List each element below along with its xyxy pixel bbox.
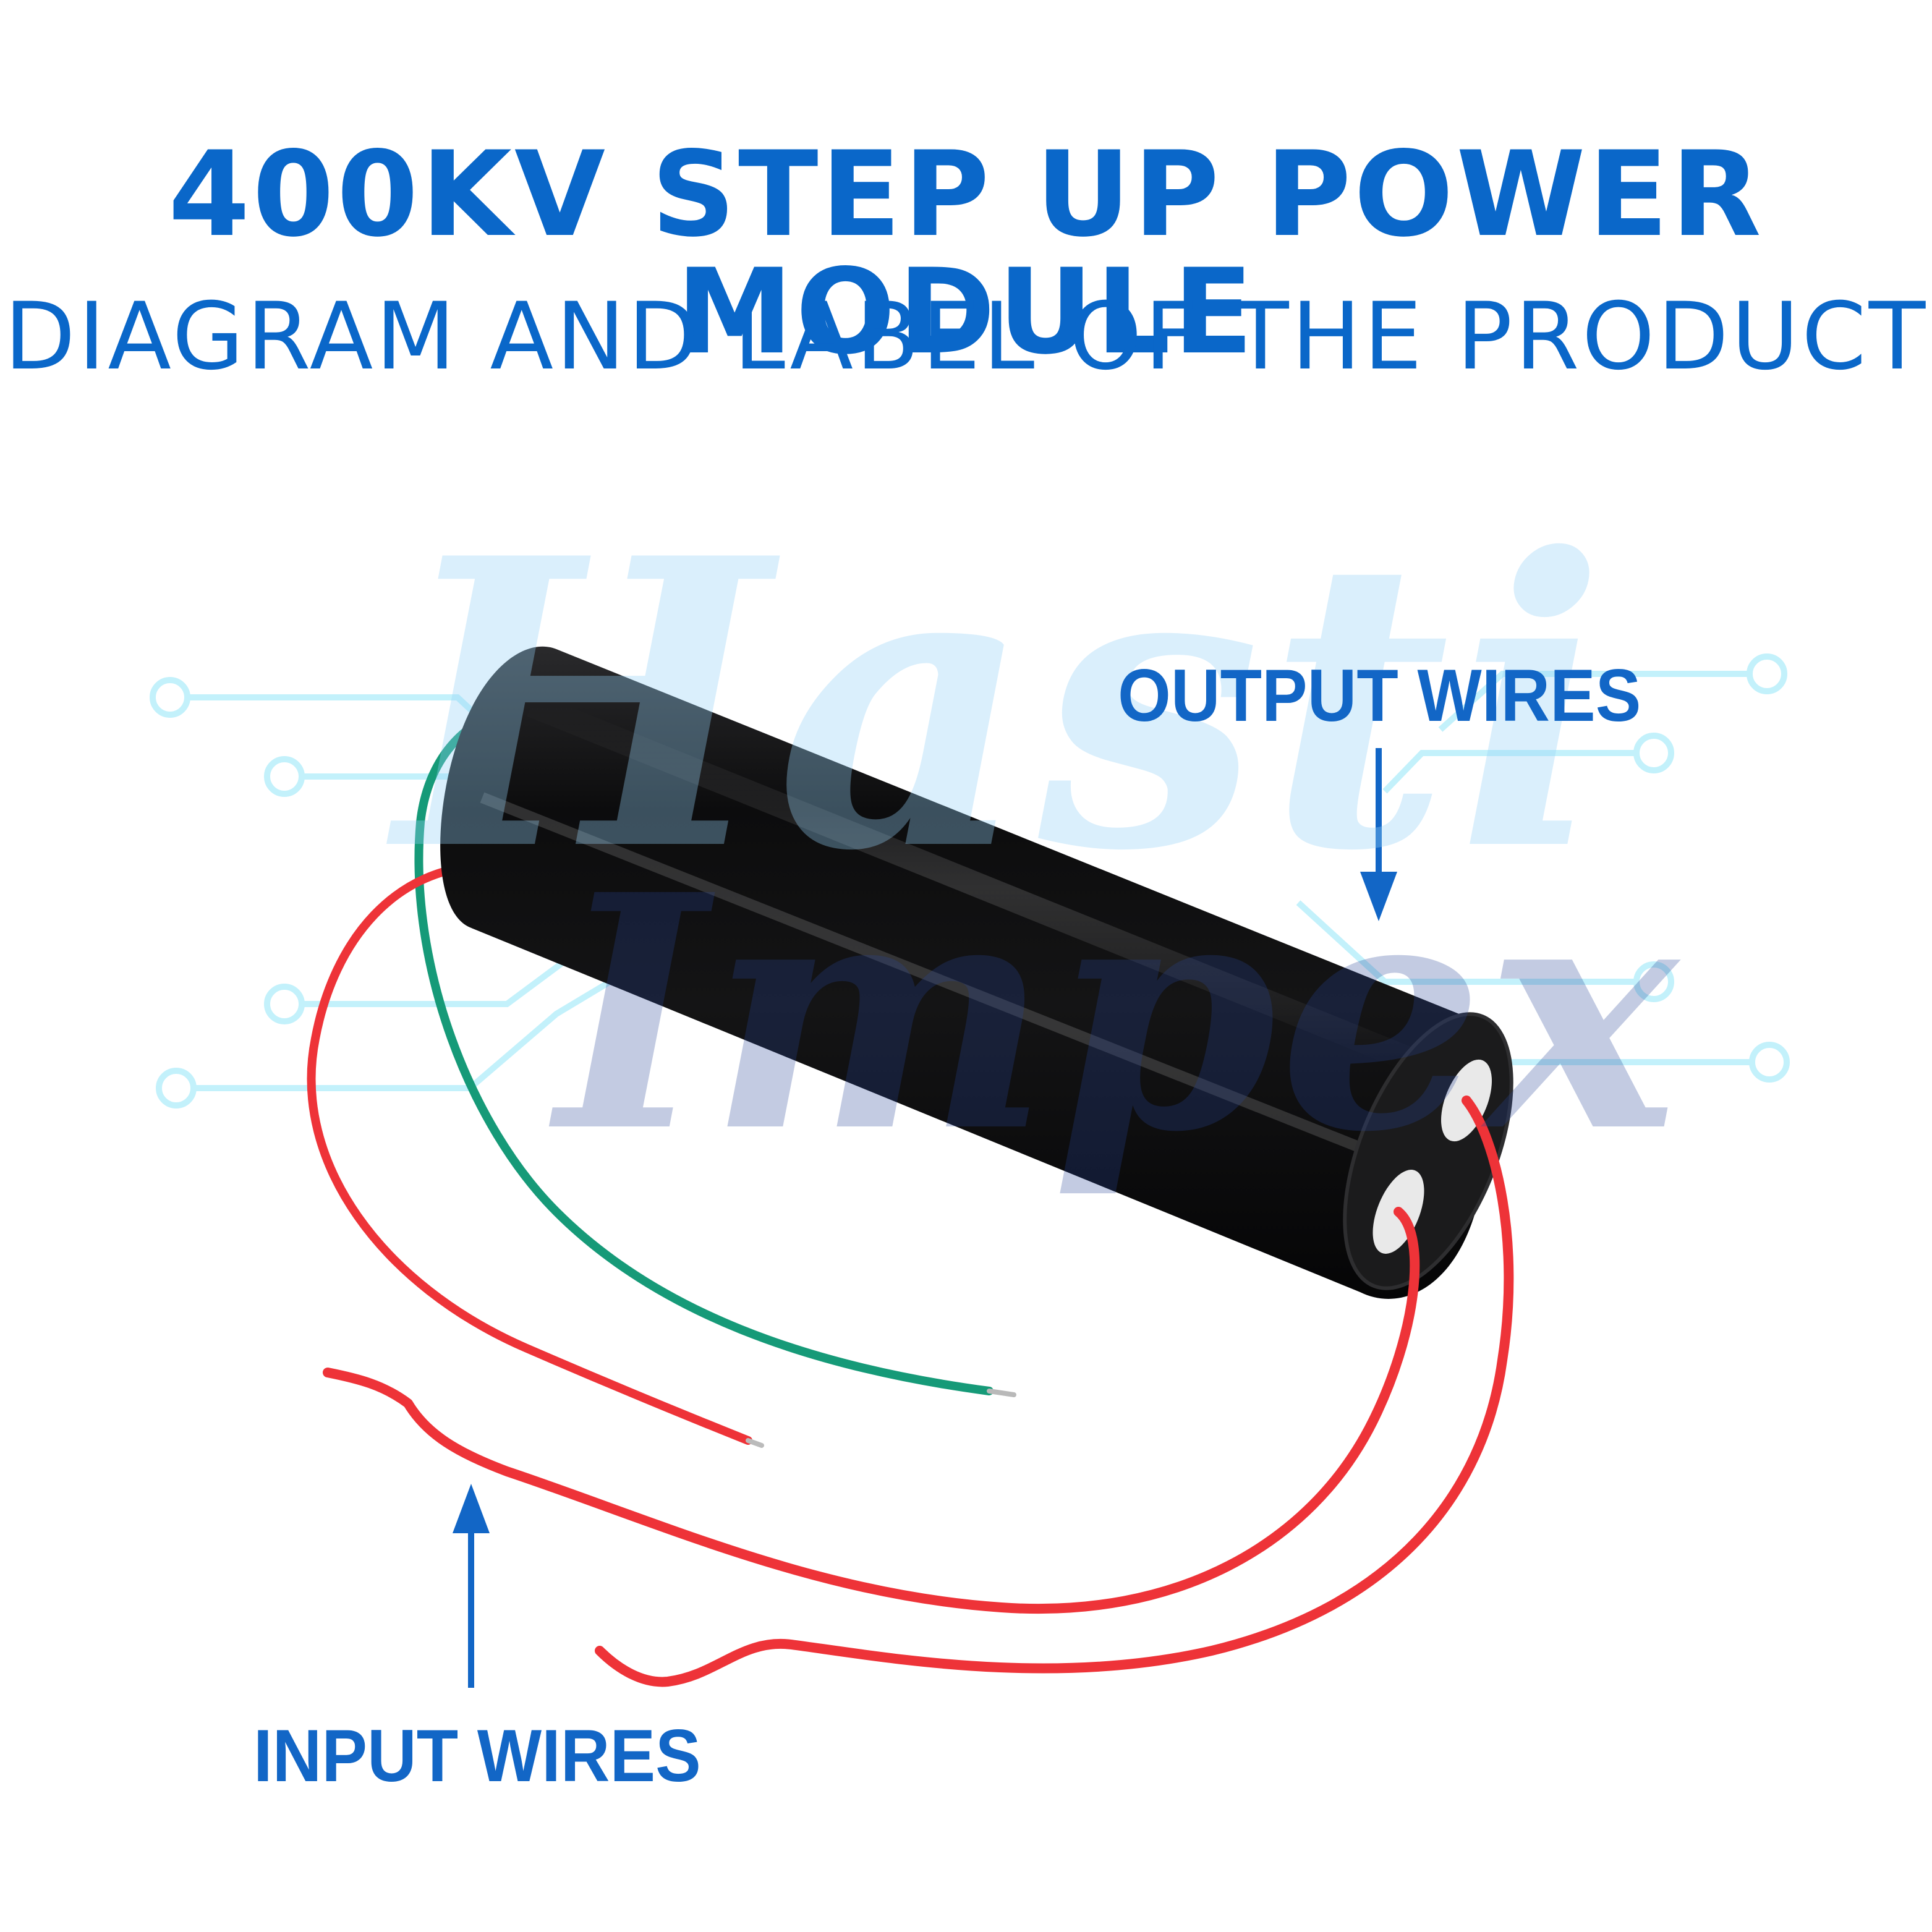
green-wire-tip	[987, 1389, 1016, 1397]
circuit-trace-right-3	[1296, 900, 1674, 1002]
red-output-wire-1	[323, 1207, 1420, 1614]
circuit-trace-right-1	[1438, 653, 1787, 732]
arrow-up-icon	[453, 1484, 490, 1688]
page-subtitle: DIAGRAM AND LABEL OF THE PRODUCT	[4, 283, 1928, 391]
circuit-trace-left-4	[156, 974, 620, 1109]
output-wires-label: OUTPUT WIRES	[1118, 654, 1641, 737]
step-up-module-body	[440, 646, 1513, 1299]
red-input-wire-1	[307, 861, 752, 1445]
green-input-wire	[414, 707, 994, 1395]
red-output-wire-2	[595, 1096, 1514, 1687]
red-wire-tip-1	[746, 1438, 764, 1448]
input-wires-label: INPUT WIRES	[253, 1714, 701, 1797]
circuit-trace-right-2	[1382, 733, 1674, 794]
arrow-down-icon	[1360, 748, 1397, 921]
page-title: 400KV STEP UP POWER MODULE	[168, 126, 1764, 380]
